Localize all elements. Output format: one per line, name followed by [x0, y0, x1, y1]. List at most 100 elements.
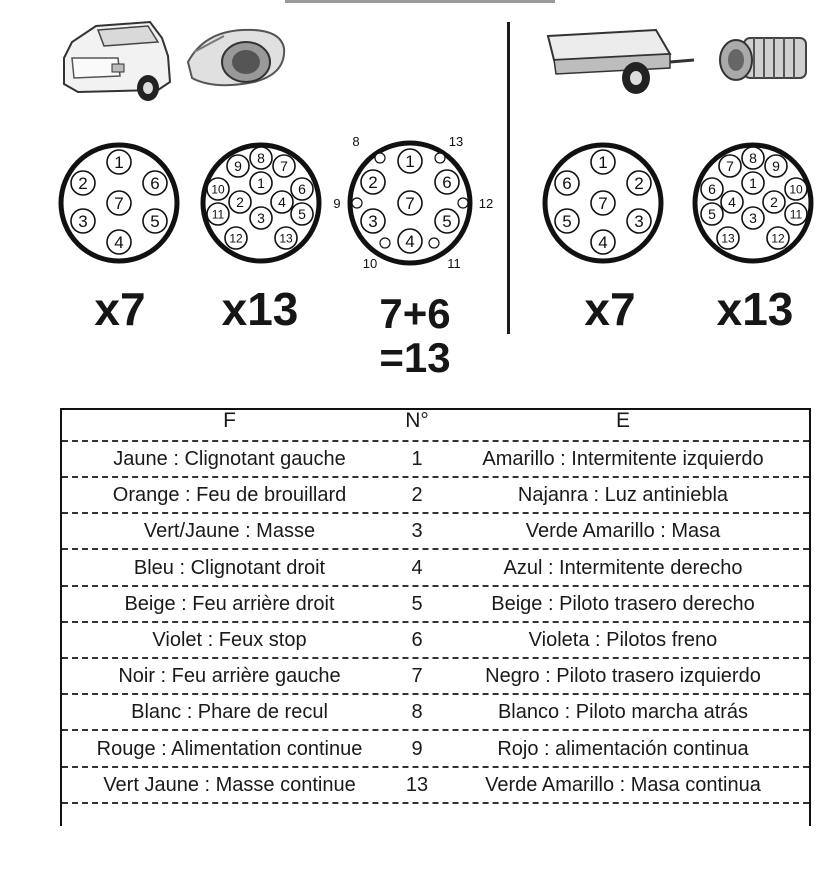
- row-french: Bleu : Clignotant droit: [133, 556, 326, 579]
- pin: 8: [249, 146, 273, 170]
- pin-label: 4: [728, 194, 736, 210]
- pin-label: 4: [278, 194, 286, 210]
- trailer-plug-illustration: [719, 37, 807, 81]
- pin-label: 13: [721, 231, 735, 245]
- car-trailer-divider: [507, 22, 510, 334]
- row-spanish: Azul : Intermitente derecho: [503, 556, 743, 579]
- pin: 2: [70, 170, 96, 196]
- row-french: Orange : Feu de brouillard: [112, 484, 347, 507]
- pin: 9: [764, 154, 788, 178]
- pin-label: 6: [708, 181, 716, 197]
- pin-label: 5: [298, 206, 306, 222]
- pin-label: 11: [212, 207, 225, 221]
- pin: 2: [360, 169, 386, 195]
- row-french: Beige : Feu arrière droit: [124, 592, 335, 615]
- pin-label: 3: [749, 210, 757, 226]
- header-number: N°: [405, 409, 429, 432]
- outer-pin-number: 11: [447, 256, 461, 271]
- trailer-illustration: [546, 28, 695, 94]
- row-number: 5: [411, 592, 423, 615]
- pin: 9: [226, 154, 250, 178]
- car-7plus6-label: 7+6: [379, 290, 451, 337]
- outer-pin-number: 12: [479, 196, 493, 211]
- outer-pin-number: 8: [352, 134, 359, 149]
- pin-label: 7: [280, 158, 288, 174]
- pin: 4: [397, 228, 423, 254]
- pin: 3: [360, 208, 386, 234]
- pin-label: 2: [78, 174, 87, 193]
- pin-label: 9: [234, 158, 242, 174]
- row-number: 1: [411, 448, 423, 470]
- row-spanish: Verde Amarillo : Masa: [525, 520, 721, 543]
- extra-contact: [374, 152, 386, 164]
- pin-label: 4: [114, 233, 123, 252]
- pin-label: 12: [229, 231, 243, 245]
- pin-label: 1: [257, 175, 265, 191]
- pin: 8: [741, 146, 765, 170]
- pin: 3: [626, 208, 652, 234]
- car-x7-label: x7: [94, 283, 146, 335]
- pin: 11: [206, 202, 230, 226]
- row-french: Rouge : Alimentation continue: [96, 737, 363, 760]
- row-number: 6: [411, 629, 423, 651]
- extra-contact: [428, 237, 440, 249]
- pin: 4: [720, 190, 744, 214]
- table-header: F N° E: [62, 410, 809, 442]
- pin-label: 8: [257, 150, 265, 166]
- pin: 2: [228, 190, 252, 214]
- row-french: Violet : Feux stop: [152, 629, 307, 651]
- row-number: 3: [411, 520, 423, 543]
- row-spanish: Blanco : Piloto marcha atrás: [497, 701, 749, 724]
- pin-label: 1: [405, 152, 414, 171]
- pin-label: 3: [257, 210, 265, 226]
- row-spanish: Beige : Piloto trasero derecho: [491, 592, 755, 615]
- row-french: Blanc : Phare de recul: [131, 701, 328, 724]
- row-spanish: Rojo : alimentación continua: [497, 737, 749, 760]
- pin: 7: [718, 154, 742, 178]
- header-spanish: E: [615, 409, 630, 432]
- pin: 10: [206, 177, 230, 201]
- pin: 1: [741, 171, 765, 195]
- row-spanish: Verde Amarillo : Masa continua: [485, 773, 761, 796]
- pin-label: 2: [634, 174, 643, 193]
- car-illustration: [63, 20, 172, 101]
- car-socket-illustration: [186, 28, 286, 87]
- pin-label: 7: [405, 194, 414, 213]
- extra-contact: [351, 197, 363, 209]
- car-eq13-label: =13: [379, 334, 451, 381]
- pin-label: 10: [789, 182, 803, 196]
- pin-label: 1: [598, 153, 607, 172]
- pin-label: 4: [405, 232, 414, 251]
- pin-label: 3: [368, 212, 377, 231]
- pin-label: 13: [279, 231, 293, 245]
- extra-contact: [457, 197, 469, 209]
- pin: 1: [397, 148, 423, 174]
- pin: 7: [590, 190, 616, 216]
- pin: 13: [716, 226, 740, 250]
- row-spanish: Najanra : Luz antiniebla: [517, 484, 729, 507]
- pin: 5: [290, 202, 314, 226]
- row-spanish: Amarillo : Intermitente izquierdo: [482, 448, 764, 470]
- pin: 5: [434, 208, 460, 234]
- pin: 12: [224, 226, 248, 250]
- table-row: Beige : Feu arrière droit 5 Beige : Piloto…: [62, 587, 809, 623]
- pin: 1: [106, 149, 132, 175]
- pin-label: 2: [770, 194, 778, 210]
- pin-label: 7: [726, 158, 734, 174]
- pin: 6: [700, 177, 724, 201]
- pin: 7: [106, 190, 132, 216]
- pin-label: 5: [442, 212, 451, 231]
- pin: 2: [626, 170, 652, 196]
- row-number: 7: [411, 665, 423, 688]
- pin: 1: [590, 149, 616, 175]
- pin-label: 6: [298, 181, 306, 197]
- extra-contact: [434, 152, 446, 164]
- pin-label: 2: [236, 194, 244, 210]
- outer-pin-number: 13: [449, 134, 463, 149]
